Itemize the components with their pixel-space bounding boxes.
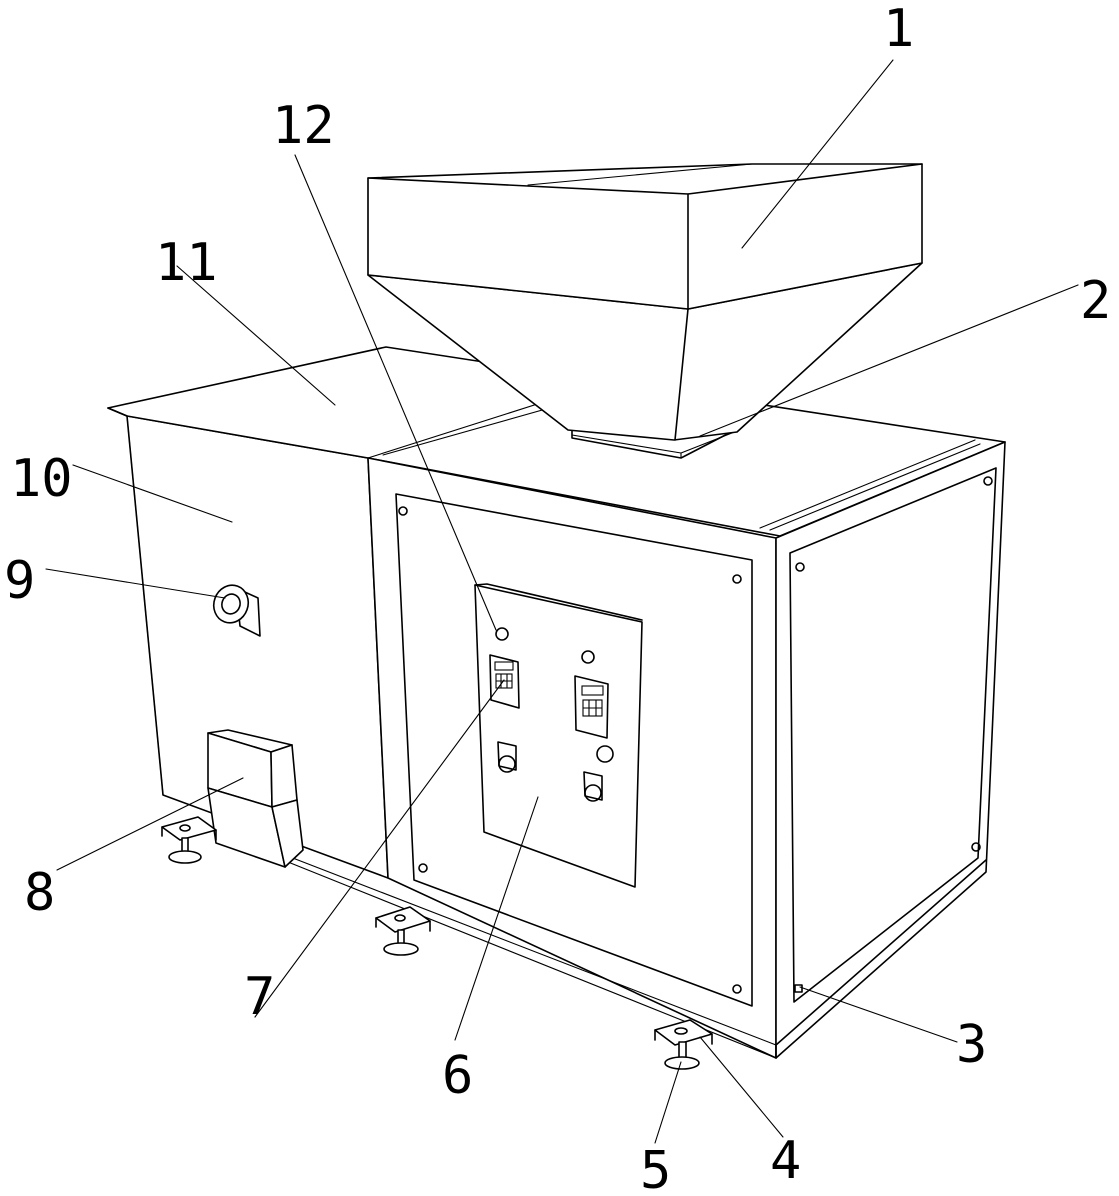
controller-display: [489, 654, 520, 709]
callout-2: 2: [1080, 271, 1111, 331]
main-cabinet: [284, 441, 1006, 1059]
callout-3: 3: [956, 1015, 987, 1075]
foot-left: [161, 816, 217, 864]
callout-9: 9: [4, 551, 35, 611]
indicator-lamp: [495, 627, 509, 641]
leveling-foot: [664, 1041, 700, 1070]
callout-12: 12: [272, 96, 335, 156]
rotary-switch: [497, 741, 517, 773]
callout-6: 6: [442, 1046, 473, 1106]
callout-4: 4: [770, 1131, 801, 1191]
panel-screws: [398, 476, 993, 994]
control-panel: [474, 583, 643, 888]
hopper: [367, 163, 923, 441]
callout-5: 5: [640, 1141, 671, 1196]
callout-8: 8: [24, 863, 55, 923]
inlet-pipe: [212, 584, 261, 637]
discharge-drawer: [207, 729, 304, 868]
callout-labels: 1 2 3 4 5 6 7 8 9 10 11 12: [4, 0, 1111, 1196]
foot-bracket: [654, 1019, 713, 1046]
callout-7: 7: [244, 967, 275, 1027]
side-access-panel: [789, 467, 997, 1003]
callout-10: 10: [10, 449, 73, 509]
rotary-switch-secondary: [583, 771, 603, 802]
callout-11: 11: [155, 233, 218, 293]
foot-middle: [375, 906, 431, 956]
controller-display-secondary: [574, 675, 609, 739]
leader-lines: [45, 59, 1079, 1144]
callout-1: 1: [883, 0, 914, 59]
front-access-panel: [395, 493, 753, 1007]
